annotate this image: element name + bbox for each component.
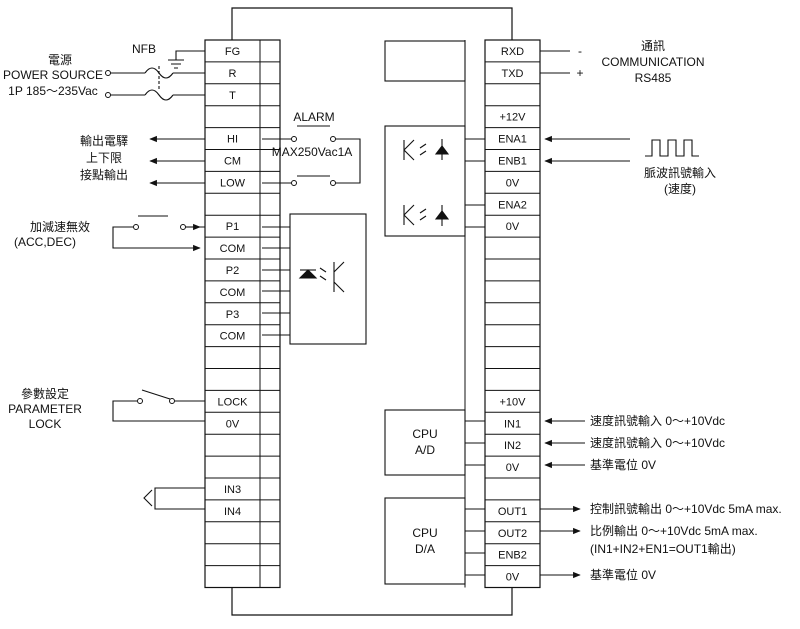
housing-outline [231, 7, 513, 616]
relay-contact-a-icon [291, 180, 297, 186]
cpu-ad-label-2: A/D [415, 443, 435, 457]
alarm-contact-b-icon [330, 136, 336, 142]
alarm-rating-label: MAX250Vac1A [272, 145, 353, 159]
right-terminal-label: IN2 [504, 440, 521, 452]
in2-desc-label: 速度訊號輸入 0～+10Vdc [590, 435, 725, 450]
out2-desc-label: 比例輸出 0～+10Vdc 5mA max. [590, 523, 758, 538]
lock-switch-a-icon [137, 398, 143, 404]
lock-switch-b-icon [169, 398, 175, 404]
right-terminal-label: +10V [500, 396, 527, 408]
pulse-optocoupler-icon [403, 139, 450, 226]
comm-proto-label: RS485 [635, 71, 672, 85]
left-terminal-label: P2 [226, 265, 239, 277]
right-terminal-label: OUT2 [498, 528, 527, 540]
comm-minus-label: - [578, 44, 582, 58]
accdec-zh-label: 加減速無效 [30, 219, 90, 234]
right-terminal-label: OUT1 [498, 506, 527, 518]
param-en-label-2: LOCK [29, 417, 62, 431]
left-terminal-label: 0V [226, 418, 240, 430]
relay-out-label-1: 輸出電驛 [80, 133, 128, 148]
left-terminal-label: R [229, 68, 237, 80]
comm-plus-label: + [576, 66, 583, 80]
analog-input-wiring [544, 417, 585, 469]
param-lock-wiring [112, 389, 205, 422]
out1-desc-label: 控制訊號輸出 0～+10Vdc 5mA max. [590, 501, 782, 516]
right-terminal-label: ENA2 [498, 199, 527, 211]
right-terminal-label: RXD [501, 46, 524, 58]
power-source-wiring [108, 50, 205, 101]
relay-output-wiring [149, 125, 361, 187]
ref-0v-label-1: 基準電位 0V [590, 457, 656, 472]
right-terminal-label: 0V [506, 572, 520, 584]
analog-output-wiring [540, 505, 581, 579]
left-terminal-label: T [229, 90, 236, 102]
alarm-contact-a-icon [291, 136, 297, 142]
accdec-switch-a-icon [133, 224, 139, 230]
left-terminal-label: LOCK [218, 396, 249, 408]
relay-out-label-2: 上下限 [86, 151, 122, 165]
accdec-switch-b-icon [180, 224, 186, 230]
power-r-input-icon [105, 70, 111, 76]
left-terminal-label: HI [227, 134, 238, 146]
alarm-label: ALARM [293, 110, 334, 124]
comm-en-label: COMMUNICATION [601, 55, 704, 69]
pulse-input-wiring [544, 135, 630, 165]
cpu-da-block [384, 497, 485, 585]
left-terminal-label: COM [220, 243, 246, 255]
right-terminal-label: ENA1 [498, 134, 527, 146]
out2-note-label: (IN1+IN2+EN1=OUT1輸出) [590, 541, 736, 556]
left-terminal-label: LOW [220, 177, 246, 189]
right-terminal-label: 0V [506, 221, 520, 233]
in3-in4-wiring [143, 487, 205, 510]
optocoupler-icon [298, 261, 345, 293]
comm-module-box [384, 40, 466, 82]
left-terminal-label: P3 [226, 309, 239, 321]
cpu-da-label-1: CPU [412, 526, 437, 540]
left-terminal-label: IN4 [224, 506, 241, 518]
right-terminal-label: 0V [506, 462, 520, 474]
comm-wiring [540, 50, 570, 74]
cpu-da-label-2: D/A [415, 542, 435, 556]
left-terminal-label: IN3 [224, 484, 241, 496]
cpu-ad-block [384, 409, 485, 476]
accdec-wiring [112, 215, 205, 252]
pulse-waveform-icon [645, 139, 699, 157]
right-terminal-label: ENB1 [498, 155, 527, 167]
relay-out-label-3: 接點輸出 [80, 167, 128, 182]
left-terminal-label: COM [220, 287, 246, 299]
param-en-label-1: PARAMETER [8, 402, 82, 416]
pulse-opto-block [384, 125, 485, 237]
left-terminal-label: FG [225, 46, 240, 58]
input-optocoupler-block [262, 213, 367, 345]
pulse-zh-label: 脈波訊號輸入 [644, 165, 716, 180]
pulse-paren-label: (速度) [664, 181, 696, 196]
nfb-label: NFB [132, 42, 156, 56]
cpu-ad-label-1: CPU [412, 427, 437, 441]
power-zh-label: 電源 [48, 53, 72, 67]
right-terminal-label: TXD [502, 68, 524, 80]
left-terminal-label: CM [224, 155, 241, 167]
param-zh-label: 參數設定 [21, 386, 69, 401]
right-terminal-label: +12V [500, 112, 527, 124]
left-terminal-label: COM [220, 331, 246, 343]
power-spec-label: 1P 185～235Vac [8, 84, 98, 98]
power-t-input-icon [105, 92, 111, 98]
relay-contact-b-icon [330, 180, 336, 186]
right-terminal-label: 0V [506, 177, 520, 189]
right-terminal-label: IN1 [504, 418, 521, 430]
right-terminal-label: ENB2 [498, 550, 527, 562]
ref-0v-label-2: 基準電位 0V [590, 567, 656, 582]
accdec-en-label: (ACC,DEC) [14, 235, 76, 249]
left-terminal-label: P1 [226, 221, 239, 233]
in1-desc-label: 速度訊號輸入 0～+10Vdc [590, 413, 725, 428]
left-outline [204, 39, 281, 589]
comm-zh-label: 通訊 [641, 38, 665, 53]
power-en-label: POWER SOURCE [3, 68, 103, 82]
